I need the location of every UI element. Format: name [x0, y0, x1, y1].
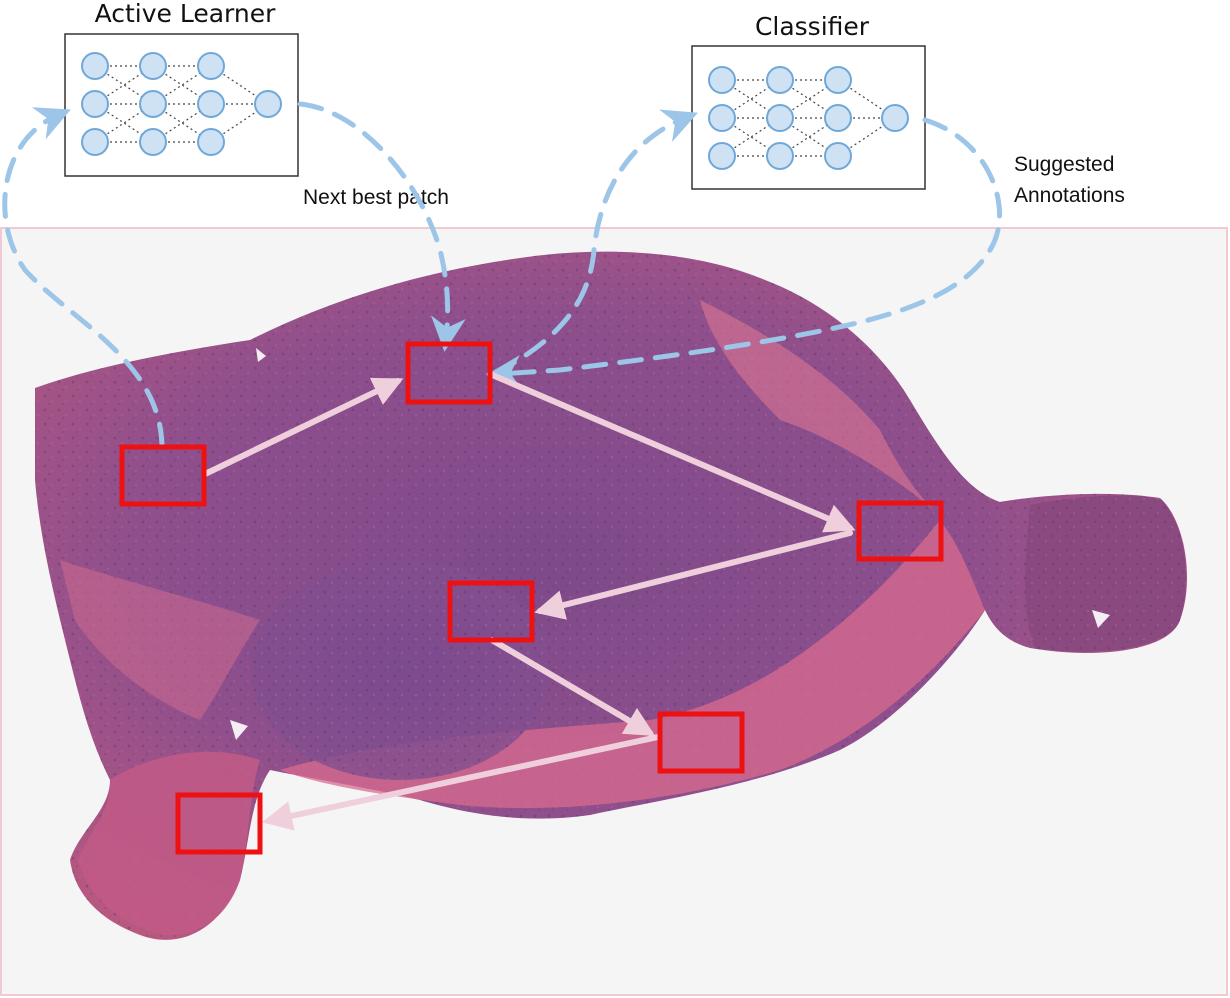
neural-network-icon [708, 66, 909, 170]
path-arrow-4 [489, 637, 656, 737]
loop-arrow-to-next-patch [297, 101, 466, 352]
patch-box-2 [405, 341, 493, 405]
classifier-label: Classifier [755, 12, 870, 41]
path-arrow-2 [487, 371, 856, 533]
patch-box-3 [856, 500, 944, 562]
classifier-box [691, 45, 926, 190]
patch-box-6 [175, 792, 263, 855]
suggested-annotations-line1: Suggested [1014, 153, 1114, 176]
path-arrow-3 [534, 530, 853, 620]
patch-box-5 [657, 711, 745, 774]
loop-arrow-to-active-learner [2, 107, 165, 449]
active-learner-box [64, 33, 299, 177]
suggested-annotations-line2: Annotations [1014, 184, 1125, 207]
neural-network-icon [81, 52, 282, 156]
active-learner-label: Active Learner [95, 0, 277, 28]
patch-box-4 [447, 580, 535, 643]
path-arrow-1 [202, 377, 404, 477]
patch-box-1 [119, 444, 207, 507]
next-best-patch-label: Next best patch [303, 186, 449, 209]
loop-arrow-suggested-annotations [486, 117, 1002, 391]
loop-arrow-to-classifier [492, 109, 698, 376]
path-arrow-5 [262, 734, 661, 831]
